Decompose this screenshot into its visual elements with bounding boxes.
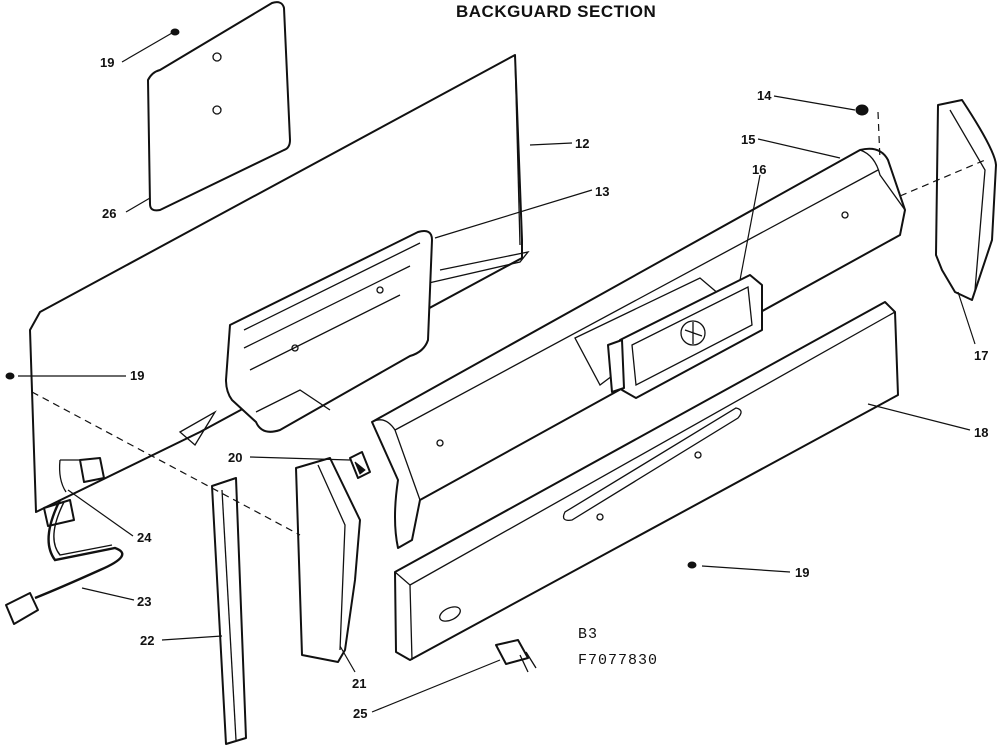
callout-18: 18 [974,425,988,440]
callout-23: 23 [137,594,151,609]
part-20-bracket [349,451,371,479]
part-22-side-rail [211,477,247,745]
part-26-cover-plate [147,1,291,212]
part-19-screw-top [170,28,180,36]
assembly-line-left [31,391,301,536]
callout-15: 15 [741,132,755,147]
model-code-b3: B3 [578,626,598,643]
part-13-control-insert [225,230,433,433]
part-23-power-cord [5,499,124,625]
callout-19-top: 19 [100,55,114,70]
callout-19-bottom: 19 [795,565,809,580]
callout-12: 12 [575,136,589,151]
assembly-line-end-cap [899,159,986,197]
part-14-screw [855,104,869,116]
callout-21: 21 [352,676,366,691]
part-21-left-end-cap [295,457,361,663]
part-19-screw-left [5,372,15,380]
assembly-line-screw-14 [877,111,881,161]
callout-13: 13 [595,184,609,199]
callout-14: 14 [757,88,772,103]
part-18-lower-trim [394,301,899,661]
callout-22: 22 [140,633,154,648]
part-17-right-end-cap [935,99,997,301]
callout-17: 17 [974,348,988,363]
model-code-number: F7077830 [578,652,658,669]
callout-25: 25 [353,706,367,721]
callout-26: 26 [102,206,116,221]
leader-lines [18,32,976,713]
callout-16: 16 [752,162,766,177]
part-16-clock [607,274,763,399]
callout-19-left: 19 [130,368,144,383]
callout-20: 20 [228,450,242,465]
callout-24: 24 [137,530,152,545]
part-19-screw-bottom [687,561,697,569]
part-25-connector [495,639,537,673]
diagram-title: BACKGUARD SECTION [456,2,656,21]
